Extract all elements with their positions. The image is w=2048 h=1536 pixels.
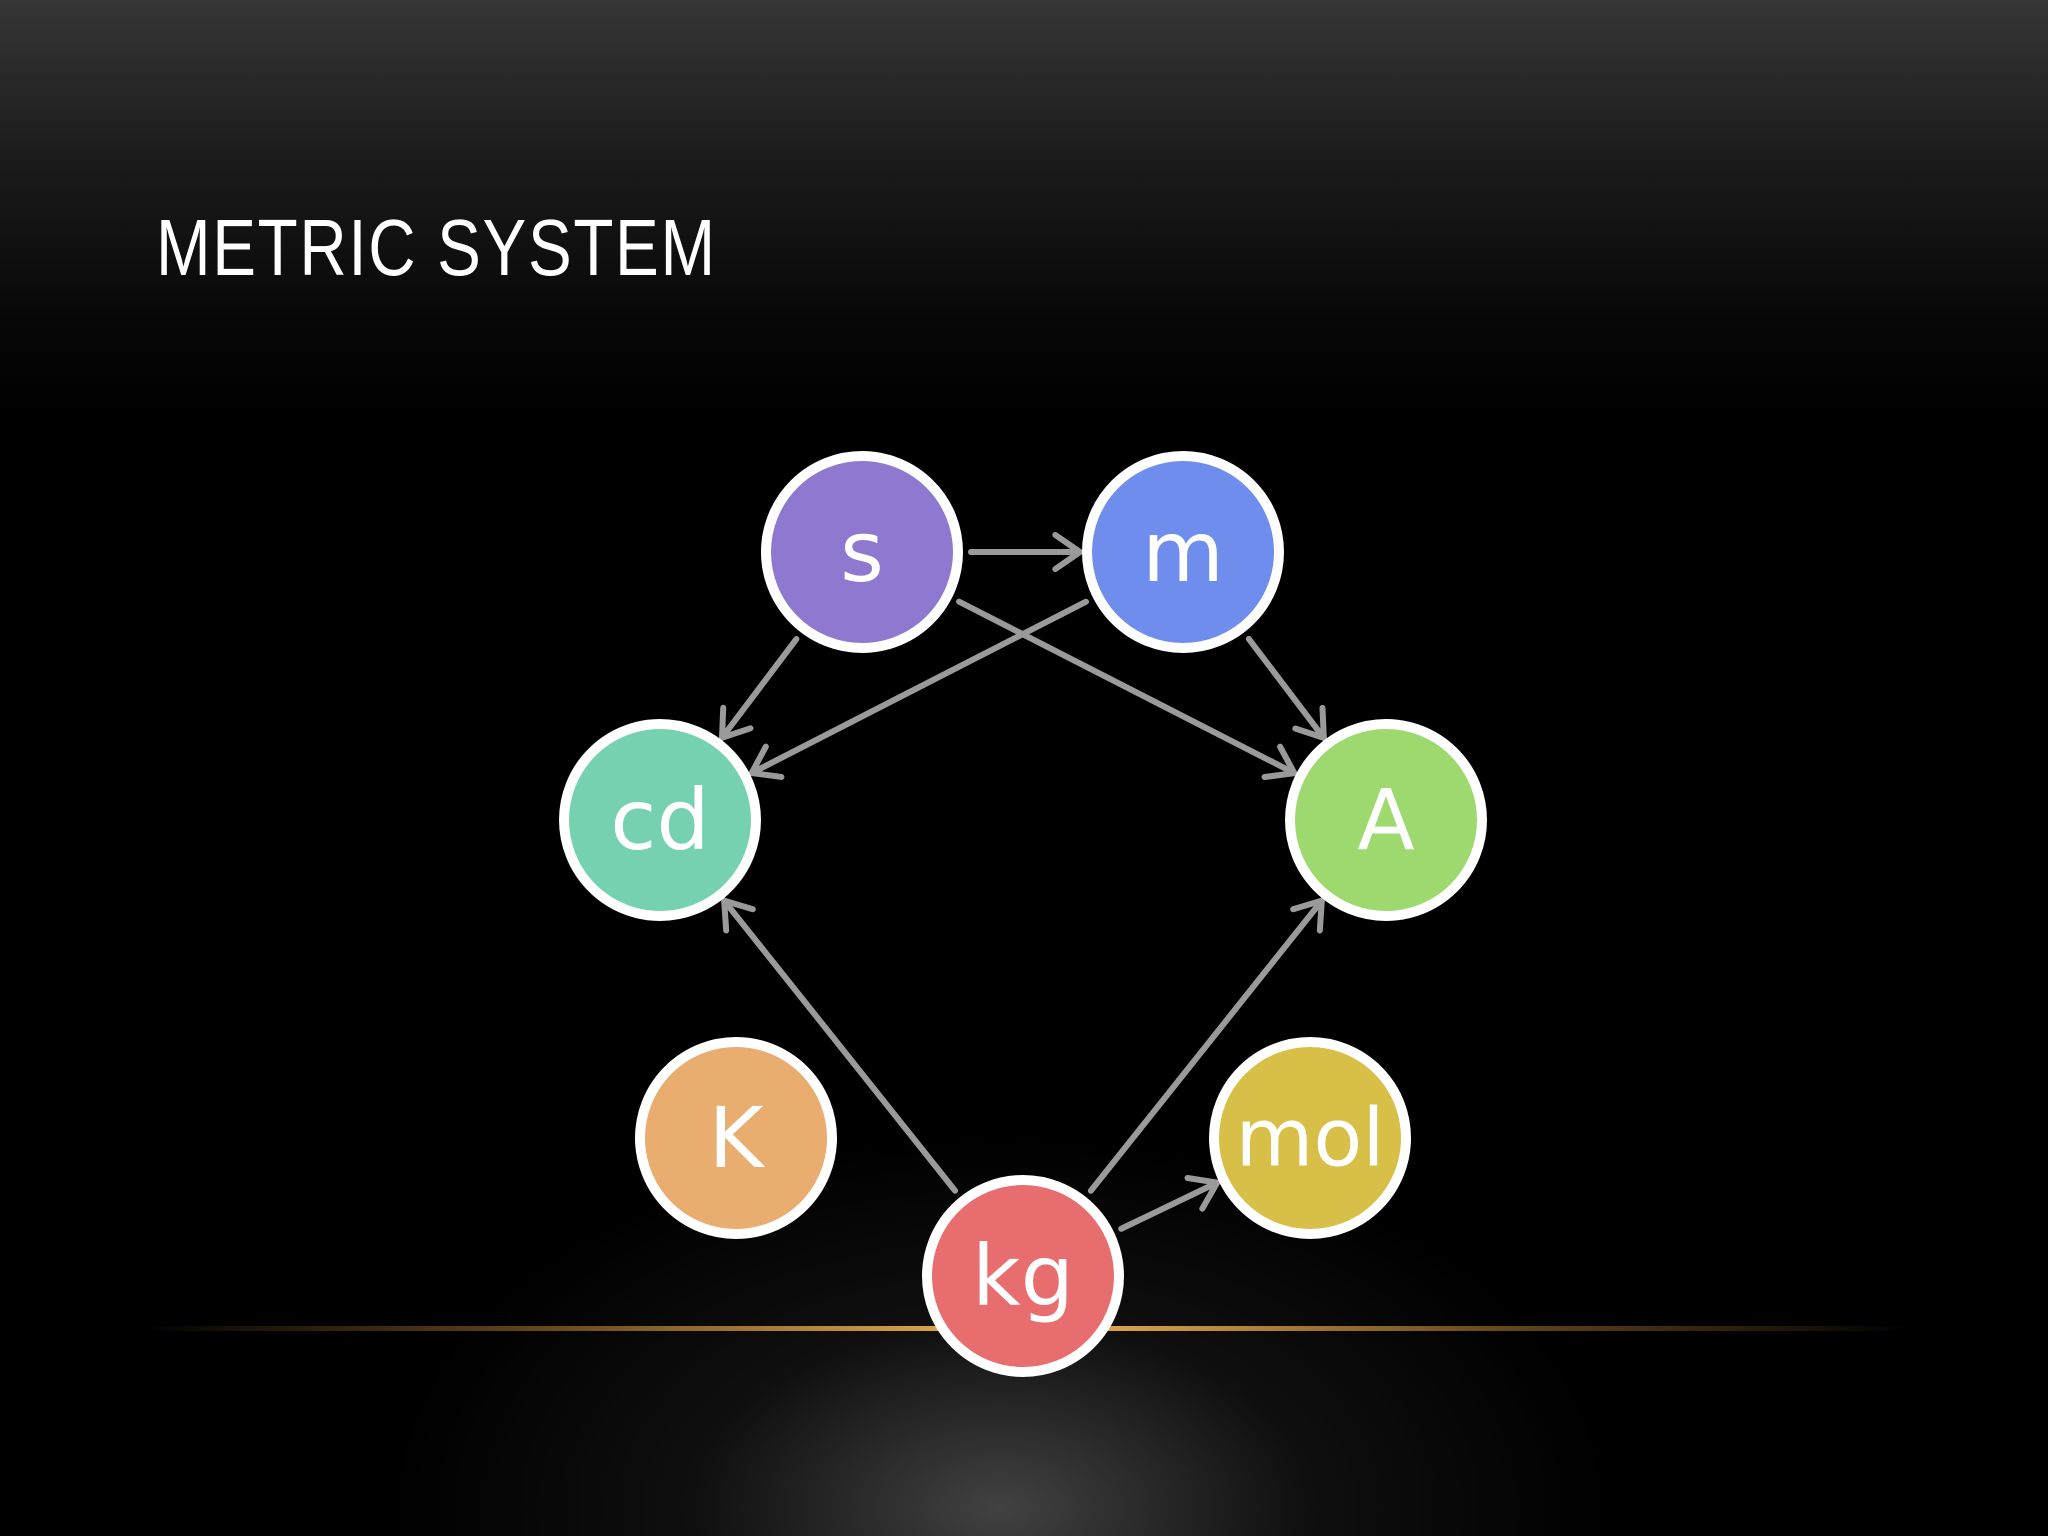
edge-kg-to-cd <box>721 897 959 1194</box>
edge-line <box>721 897 959 1194</box>
node-label: kg <box>972 1227 1074 1325</box>
node-label: A <box>1357 771 1414 869</box>
edge-line <box>1245 635 1327 741</box>
node-circle <box>1082 451 1284 653</box>
node-kg: kg <box>922 1175 1124 1377</box>
node-label: s <box>840 503 884 601</box>
slide-title: METRIC SYSTEM <box>156 203 717 292</box>
edge-line <box>1087 897 1325 1194</box>
edge-line <box>956 598 1298 777</box>
node-circle <box>761 451 963 653</box>
node-m: m <box>1082 451 1284 653</box>
edge-kg-to-A <box>1087 897 1325 1194</box>
node-a: A <box>1285 719 1487 921</box>
edge-s-to-cd <box>718 636 800 741</box>
diagram-edges <box>718 531 1327 1232</box>
edge-m-to-cd <box>748 598 1089 780</box>
arrowhead-icon <box>1261 743 1298 781</box>
edge-s-to-A <box>956 598 1298 781</box>
node-circle <box>1285 719 1487 921</box>
node-cd: cd <box>559 719 761 921</box>
node-k: K <box>635 1037 837 1239</box>
node-circle <box>559 719 761 921</box>
arrowhead-icon <box>1184 1174 1221 1212</box>
node-label: K <box>708 1089 765 1187</box>
arrowhead-icon <box>718 704 754 741</box>
node-label: m <box>1142 503 1224 601</box>
arrowhead-icon <box>748 743 785 780</box>
node-mol: mol <box>1209 1037 1411 1239</box>
node-circle <box>922 1175 1124 1377</box>
arrowhead-icon <box>1290 897 1325 934</box>
edge-line <box>1118 1179 1221 1232</box>
node-label: cd <box>610 771 710 869</box>
arrowhead-icon <box>721 897 756 934</box>
edge-s-to-m <box>968 531 1083 573</box>
edge-line <box>718 636 800 741</box>
arrowhead-icon <box>1292 704 1327 741</box>
arrowhead-icon <box>1052 531 1083 573</box>
node-circle <box>1209 1037 1411 1239</box>
node-circle <box>635 1037 837 1239</box>
edge-m-to-A <box>1245 635 1327 741</box>
edge-kg-to-mol <box>1118 1174 1221 1232</box>
node-s: s <box>761 451 963 653</box>
node-label: mol <box>1235 1092 1384 1185</box>
edge-line <box>748 598 1089 777</box>
